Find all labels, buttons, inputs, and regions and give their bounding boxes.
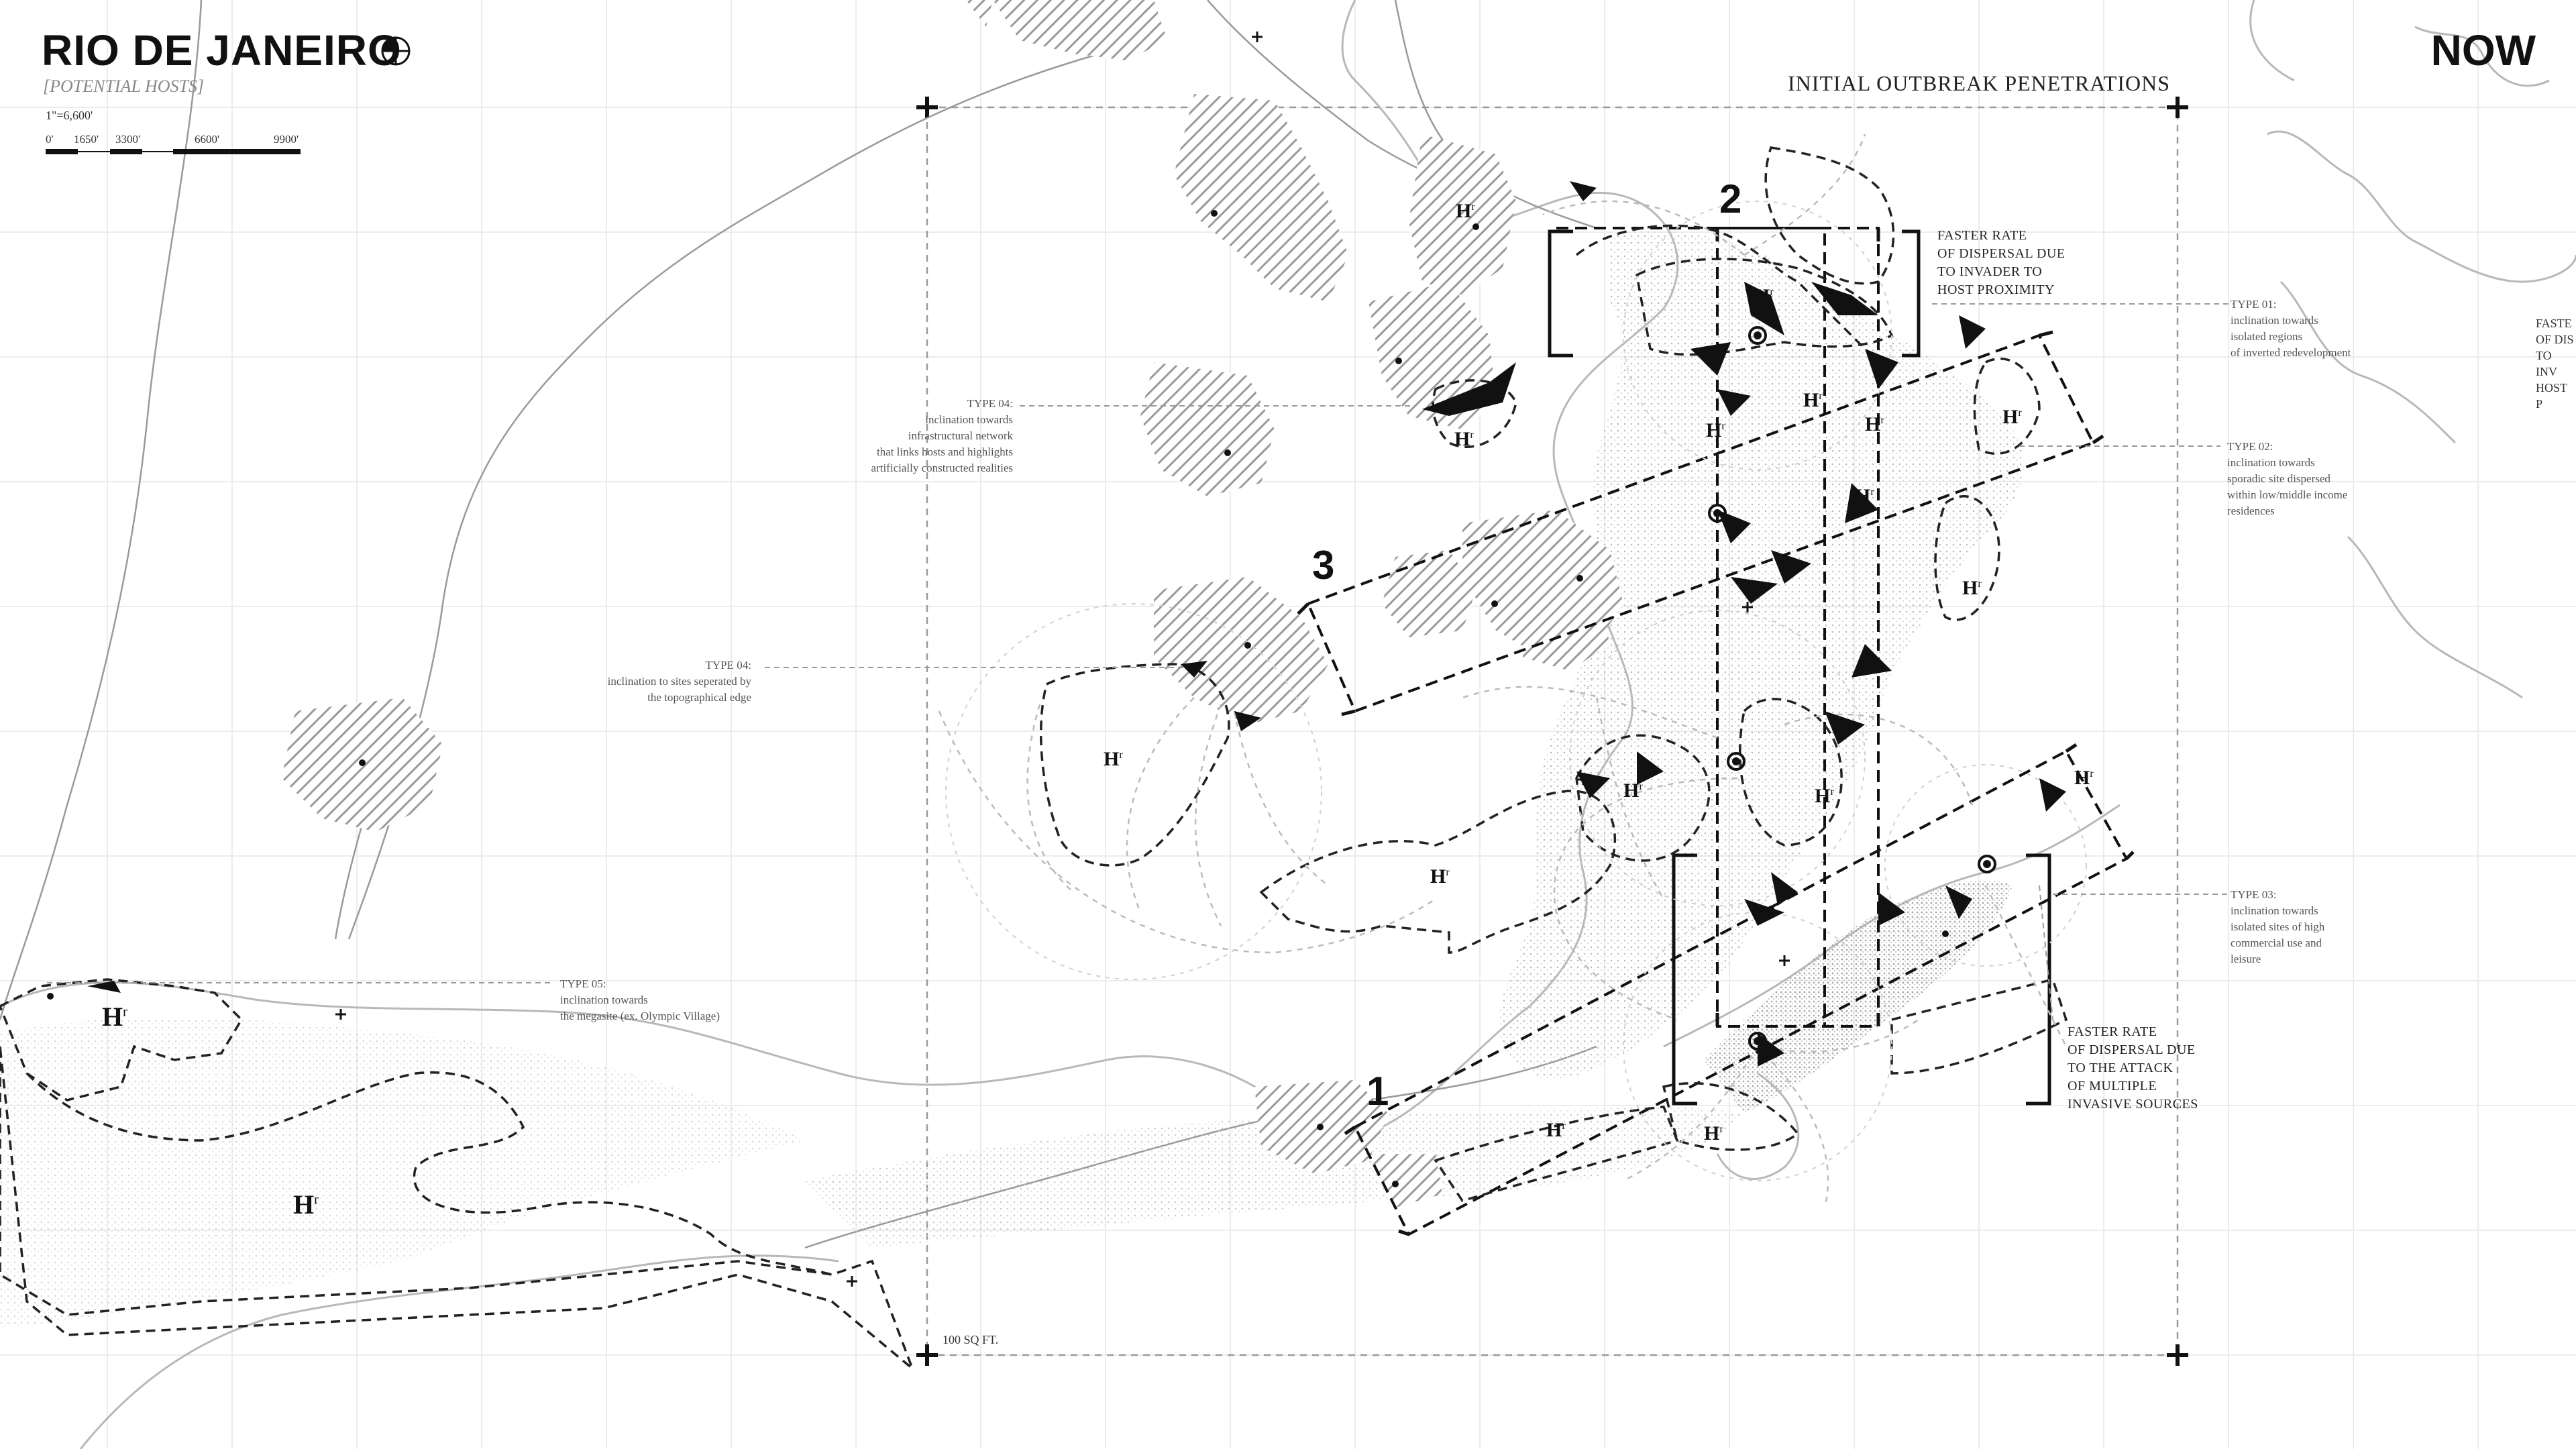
host-label: Hr xyxy=(2002,406,2022,428)
host-label: Hr xyxy=(1962,577,1982,599)
scale-tick: 6600' xyxy=(195,133,220,146)
host-label: Hr xyxy=(1546,1119,1566,1141)
frame-rectangle xyxy=(926,106,2179,1356)
zone-number: 3 xyxy=(1312,543,1335,588)
callout-cutoff: FASTE OF DIS TO INV HOST P xyxy=(2536,317,2574,411)
host-label: Hr xyxy=(102,1002,127,1032)
scale-tick: 0' xyxy=(46,133,54,146)
host-label: Hr xyxy=(1456,200,1475,222)
host-label: Hr xyxy=(1623,780,1643,802)
host-label: Hr xyxy=(2074,767,2094,789)
zone-number: 2 xyxy=(1719,176,1742,221)
host-label: Hr xyxy=(293,1189,319,1220)
callout-proximity: FASTER RATE OF DISPERSAL DUE TO INVADER … xyxy=(1937,228,2065,297)
leader-lines xyxy=(47,303,2234,1020)
page-subtitle: [POTENTIAL HOSTS] xyxy=(43,76,205,96)
page-title: RIO DE JANEIRO xyxy=(42,26,402,74)
area-label: 100 SQ FT. xyxy=(943,1333,999,1346)
north-arrow-icon xyxy=(381,36,411,66)
note-type04-network: TYPE 04: inclination towards infrastruct… xyxy=(871,397,1013,474)
scale-tick: 3300' xyxy=(115,133,141,146)
period-label: NOW xyxy=(2430,26,2536,74)
note-type05: TYPE 05: inclination towards the megasit… xyxy=(560,977,720,1022)
host-label: Hr xyxy=(1865,413,1884,435)
host-label: Hr xyxy=(1430,865,1450,888)
host-label: Hr xyxy=(1754,285,1774,307)
note-type01: TYPE 01: inclination towards isolated re… xyxy=(2231,298,2351,359)
scale-tick: 9900' xyxy=(274,133,299,146)
host-label: Hr xyxy=(1454,428,1474,450)
zone-number: 1 xyxy=(1366,1069,1389,1114)
host-label: Hr xyxy=(1855,485,1874,507)
host-label: Hr xyxy=(1803,389,1823,411)
scale-ratio: 1"=6,600' xyxy=(46,109,93,122)
host-boundaries xyxy=(0,146,2068,1373)
note-type02: TYPE 02: inclination towards sporadic si… xyxy=(2227,440,2348,517)
invader-shapes xyxy=(87,181,2066,1067)
note-type03: TYPE 03: inclination towards isolated si… xyxy=(2231,888,2325,965)
note-type04-edge: TYPE 04: inclination to sites seperated … xyxy=(607,659,751,704)
frame-corner-crosses xyxy=(916,97,2188,1366)
urban-fabric xyxy=(0,230,2024,1328)
host-label: Hr xyxy=(1706,419,1725,441)
callout-multiple-sources: FASTER RATE OF DISPERSAL DUE TO THE ATTA… xyxy=(2068,1024,2198,1112)
scale-tick: 1650' xyxy=(74,133,99,146)
target-symbols xyxy=(1708,326,1996,1051)
map-heading: INITIAL OUTBREAK PENETRATIONS xyxy=(1788,71,2170,95)
scale-bar xyxy=(46,149,301,154)
host-dots xyxy=(47,210,1949,1187)
host-label: Hr xyxy=(1815,785,1834,807)
hatched-host-regions xyxy=(282,0,1623,1208)
host-label: Hr xyxy=(1704,1122,1723,1144)
dispersal-fans xyxy=(938,133,2068,1208)
small-crosses xyxy=(335,32,1790,1287)
host-label: Hr xyxy=(1104,748,1123,770)
